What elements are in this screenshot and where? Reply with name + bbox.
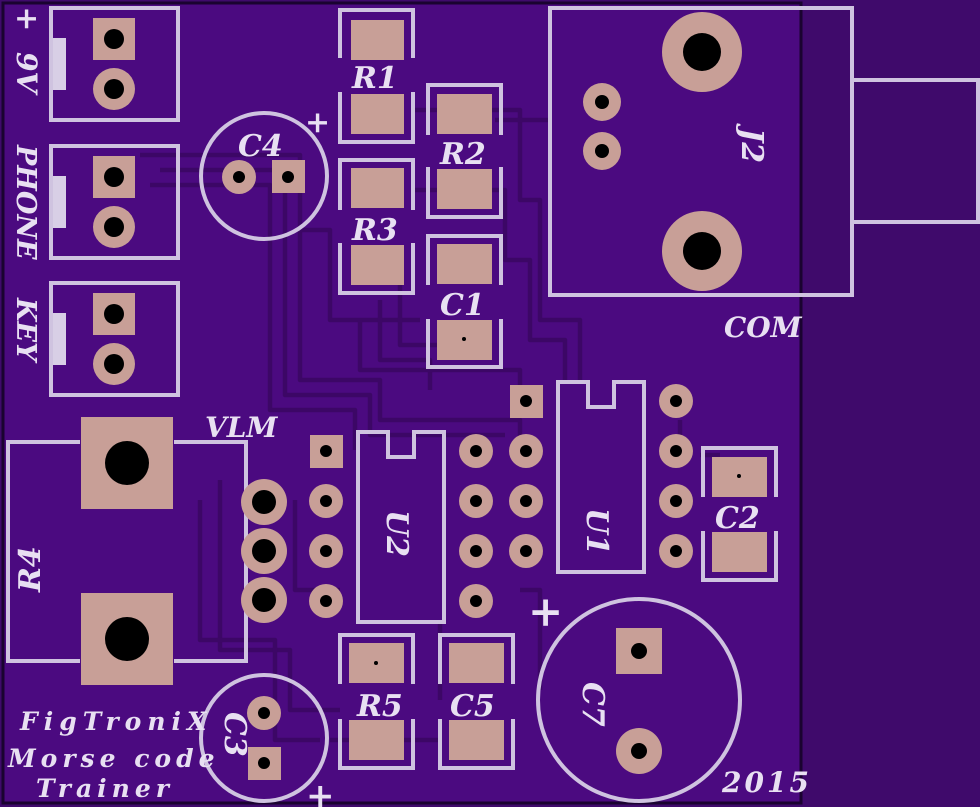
capacitor-c3 <box>199 673 329 803</box>
plus-mark-c3: + <box>306 776 335 807</box>
terminal-phone <box>49 144 180 260</box>
board-title-line2: Trainer <box>36 774 174 803</box>
board-brand: FigTroniX <box>19 707 212 736</box>
label-c5: C5 <box>450 689 495 724</box>
label-c2: C2 <box>715 501 760 536</box>
label-r5: R5 <box>356 689 403 724</box>
plus-mark-c7: + <box>528 587 563 636</box>
resistor-r3 <box>338 158 415 295</box>
plus-mark-c4: + <box>305 105 330 140</box>
ic-u1 <box>509 380 693 574</box>
capacitor-c5 <box>438 633 515 770</box>
capacitor-c4 <box>199 111 329 241</box>
label-c7: C7 <box>575 682 610 727</box>
label-r1: R1 <box>351 61 398 96</box>
label-r3: R3 <box>351 213 398 248</box>
resistor-r5 <box>338 633 415 770</box>
ic-u2 <box>309 430 493 624</box>
label-vlm: VLM <box>205 411 278 444</box>
terminal-label-phone: PHONE <box>10 144 41 260</box>
terminal-label-9v: 9V <box>10 52 43 96</box>
potentiometer-r4 <box>6 417 287 685</box>
resistor-r1 <box>338 8 415 144</box>
label-u2: U2 <box>379 510 414 557</box>
resistor-r2 <box>426 83 503 219</box>
label-r4: R4 <box>13 546 48 593</box>
label-c1: C1 <box>440 288 485 323</box>
terminal-label-key: KEY <box>10 297 41 364</box>
board-year: 2015 <box>721 766 812 799</box>
capacitor-c1 <box>426 234 503 369</box>
capacitor-c7 <box>536 597 742 803</box>
audio-jack-j2 <box>548 6 980 297</box>
label-c3: C3 <box>217 712 252 757</box>
board-title-line1: Morse code <box>7 744 220 773</box>
label-c4: C4 <box>238 129 283 164</box>
label-com: COM <box>724 311 803 344</box>
label-r2: R2 <box>439 137 486 172</box>
label-u1: U1 <box>579 508 614 555</box>
label-j2: J2 <box>734 123 769 163</box>
capacitor-c2 <box>701 446 778 582</box>
plus-mark-9v: + <box>14 1 39 36</box>
terminal-key <box>49 281 180 397</box>
terminal-9v <box>49 6 180 122</box>
